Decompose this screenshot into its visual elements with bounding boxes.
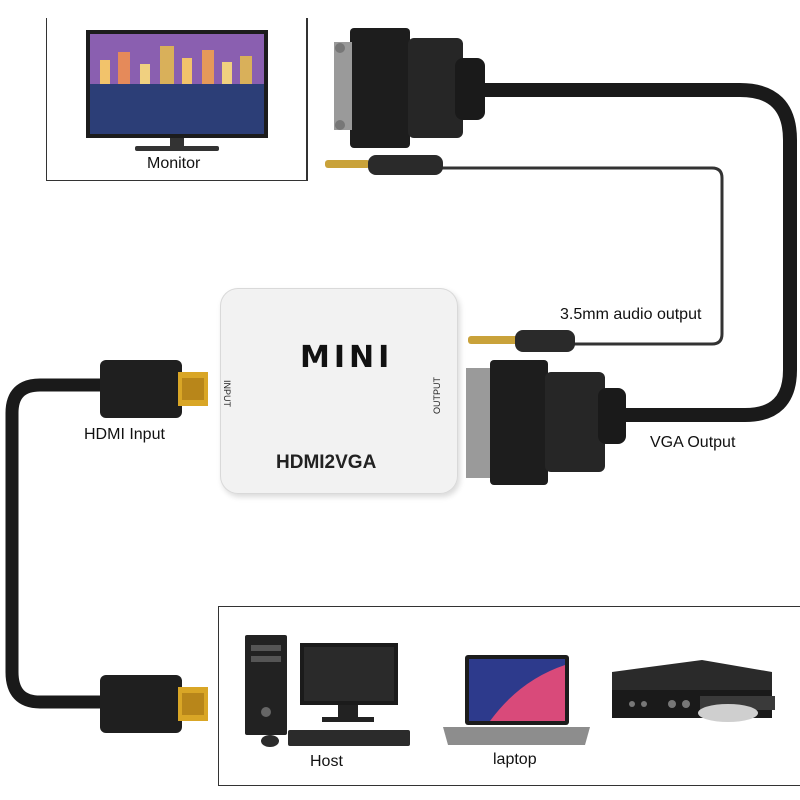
monitor-frame: [46, 18, 308, 181]
hdmi-cable: [5, 378, 100, 709]
audio-output-label: 3.5mm audio output: [560, 306, 702, 323]
adapter-model: HDMI2VGA: [276, 452, 377, 473]
audio-cable: [440, 166, 724, 346]
hdmi-connector-bottom: [100, 675, 208, 733]
top-audio-plug: [325, 155, 443, 175]
hdmi2vga-adapter: [220, 288, 458, 494]
right-audio-plug: [468, 330, 575, 352]
monitor-illustration: [86, 30, 268, 151]
adapter-output-port-label: OUTPUT: [432, 377, 442, 414]
hdmi-connector-top: [100, 360, 208, 418]
adapter-input-port-label: INPUT: [222, 380, 232, 407]
vga-output-label: VGA Output: [650, 434, 736, 451]
top-vga-connector: [334, 28, 485, 148]
laptop-label: laptop: [493, 751, 537, 768]
hdmi-input-label: HDMI Input: [84, 426, 165, 443]
monitor-label: Monitor: [147, 155, 201, 172]
host-illustration: [245, 635, 410, 747]
vga-cable: [455, 83, 797, 422]
adapter-brand: MINI: [300, 340, 394, 375]
right-vga-connector: [466, 360, 626, 485]
dvd-player-illustration: [612, 660, 775, 722]
host-label: Host: [310, 753, 343, 770]
devices-frame: [218, 606, 800, 786]
laptop-illustration: [443, 655, 590, 745]
